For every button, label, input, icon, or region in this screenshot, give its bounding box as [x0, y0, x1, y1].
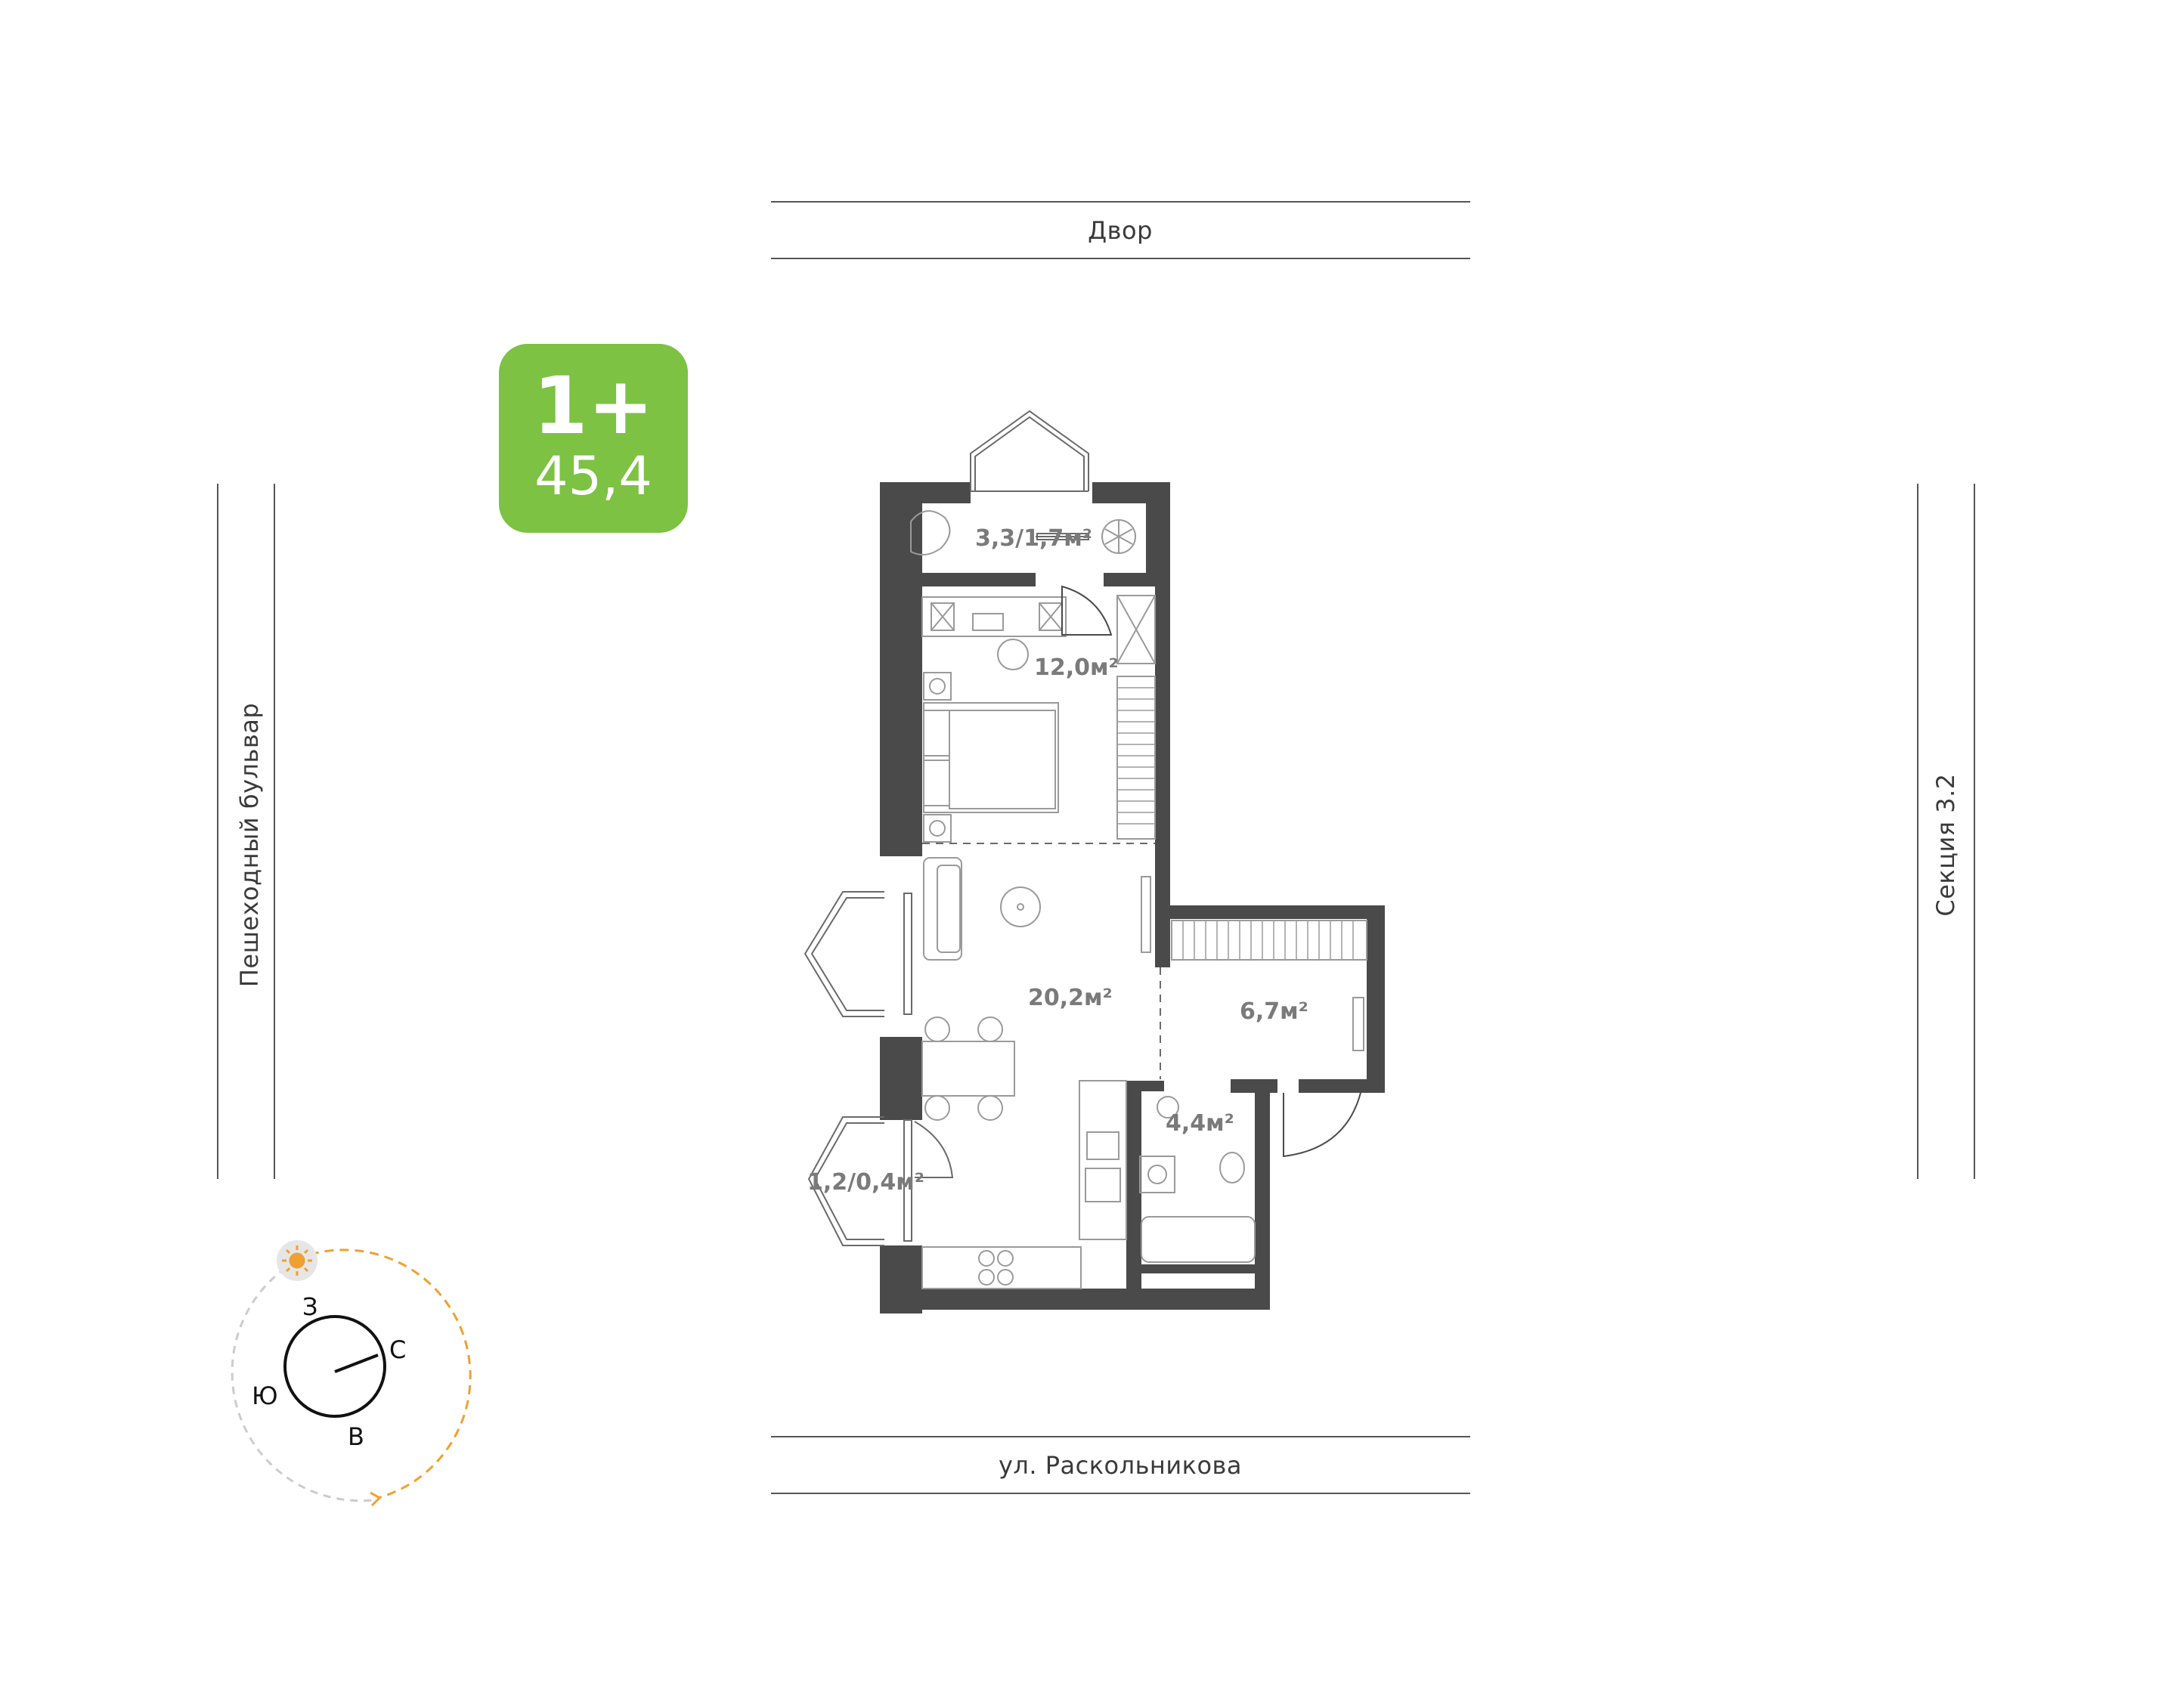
apartment-area: 45,4	[534, 445, 652, 507]
top-street-line-lower	[771, 258, 1470, 259]
top-street-label: Двор	[1088, 216, 1153, 245]
compass-west: З	[302, 1292, 318, 1321]
compass-north: С	[389, 1335, 406, 1364]
left-bay-windows	[804, 891, 954, 1246]
room-label-bathroom: 4,4м²	[1166, 1110, 1234, 1137]
room-label-hallway: 6,7м²	[1240, 998, 1308, 1025]
apartment-badge: 1+ 45,4	[499, 344, 688, 533]
compass-east: В	[348, 1422, 364, 1451]
room-label-living: 20,2м²	[1028, 985, 1113, 1011]
right-street-line-inner	[1917, 484, 1918, 1179]
room-label-bedroom: 12,0м²	[1034, 654, 1119, 681]
walls	[880, 482, 1385, 1313]
furniture	[910, 510, 1367, 1289]
bottom-street-line-upper	[771, 1436, 1470, 1437]
left-street-line-inner	[274, 484, 275, 1179]
bottom-street-label: ул. Раскольникова	[998, 1451, 1243, 1480]
right-street-line-outer	[1974, 484, 1975, 1179]
top-street-line-upper	[771, 201, 1470, 203]
sun-icon	[282, 1245, 312, 1276]
room-label-balcony-top: 3,3/1,7м²	[975, 525, 1092, 552]
apartment-type: 1+	[533, 360, 654, 452]
compass: З С Ю В	[231, 1240, 472, 1507]
left-street-line-outer	[217, 484, 218, 1179]
room-labels: 3,3/1,7м² 12,0м² 20,2м² 6,7м² 4,4м² 1,2/…	[807, 525, 1308, 1196]
bottom-street-line-lower	[771, 1493, 1470, 1494]
compass-south: Ю	[252, 1382, 278, 1410]
top-balcony-window	[970, 410, 1089, 540]
room-label-balcony-left: 1,2/0,4м²	[807, 1169, 924, 1196]
